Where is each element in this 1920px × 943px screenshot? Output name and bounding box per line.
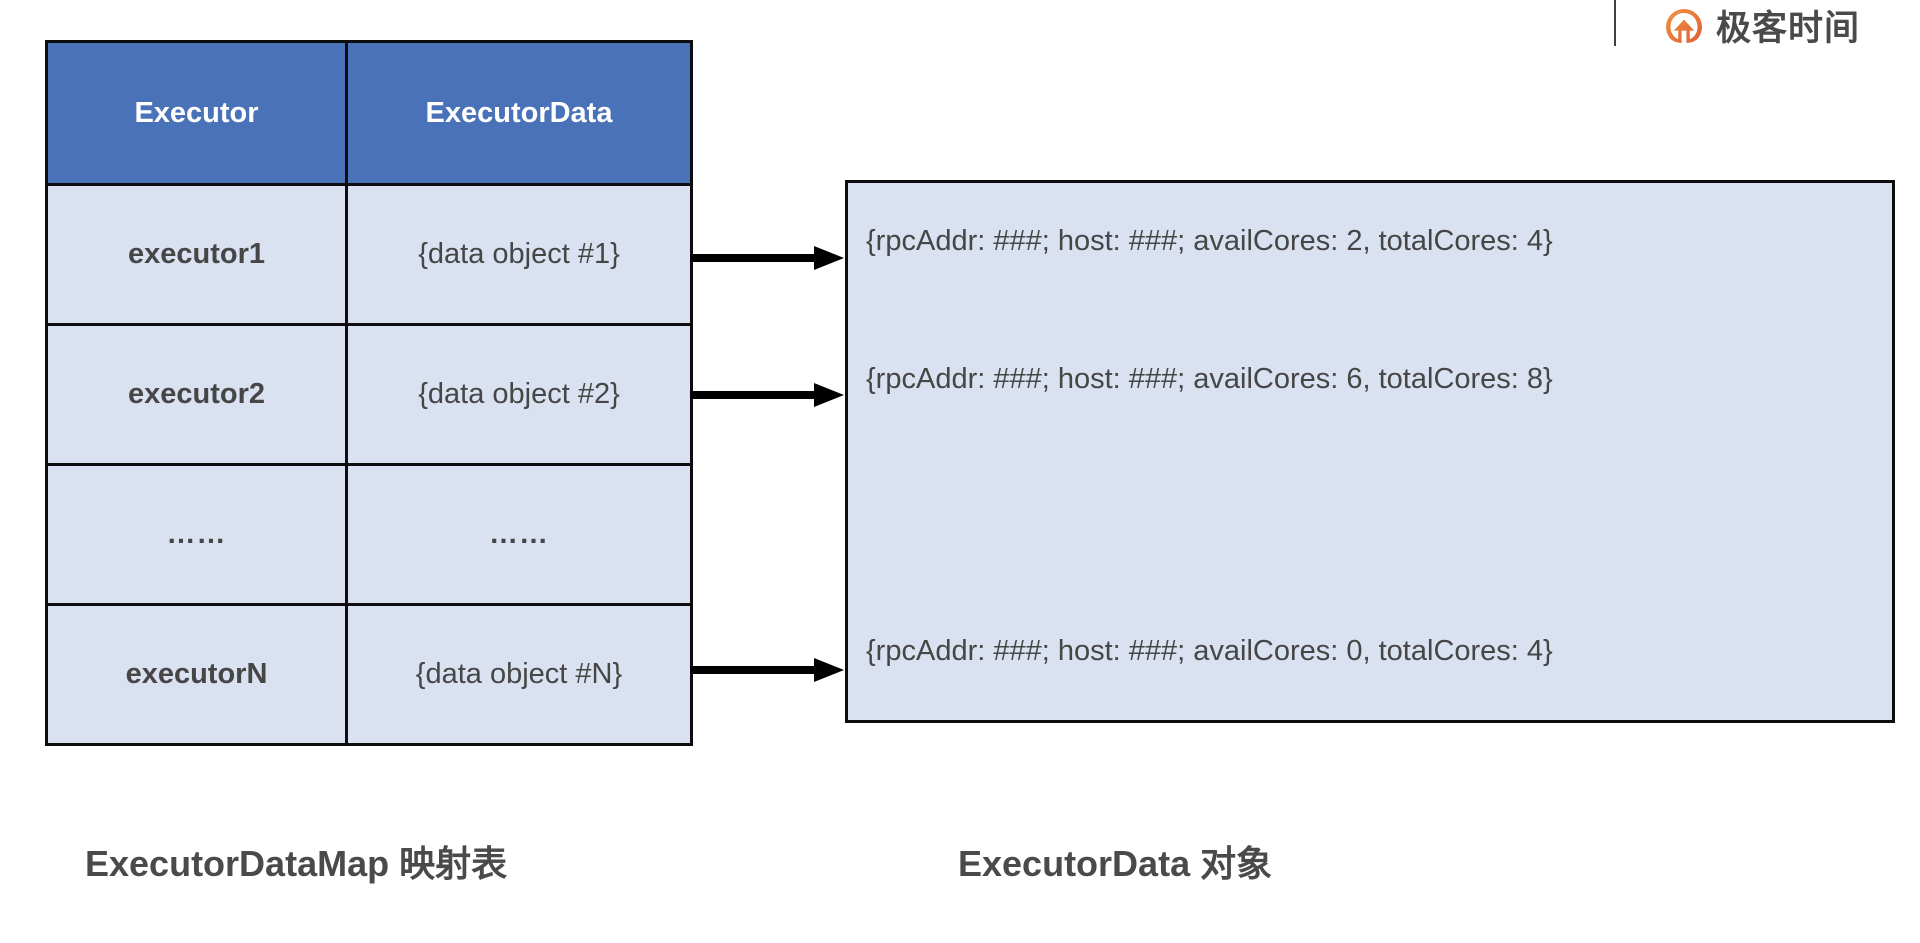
arrow-executor2-to-data xyxy=(690,383,845,407)
arrow-head-icon xyxy=(814,658,844,682)
arrow-shaft xyxy=(690,391,818,399)
geektime-logo-icon xyxy=(1662,6,1706,50)
arrow-executorN-to-data xyxy=(690,658,845,682)
cell-executor-key-ellipsis: …… xyxy=(45,463,348,606)
cell-executor-value: {data object #1} xyxy=(345,183,693,326)
executor-data-map-table: Executor ExecutorData executor1 {data ob… xyxy=(45,40,693,746)
brand-inner: 极客时间 xyxy=(1662,6,1860,50)
arrow-shaft xyxy=(690,254,818,262)
cell-executor-key: executorN xyxy=(45,603,348,746)
executor-data-object-line: {rpcAddr: ###; host: ###; availCores: 0,… xyxy=(866,635,1553,667)
brand-logo: 极客时间 xyxy=(1614,0,1920,70)
brand-name: 极客时间 xyxy=(1716,8,1861,48)
cell-executor-key: executor2 xyxy=(45,323,348,466)
caption-executor-data-map: ExecutorDataMap 映射表 xyxy=(85,843,508,884)
table-header-row: Executor ExecutorData xyxy=(45,40,693,186)
table-row: executor1 {data object #1} xyxy=(45,183,693,326)
executor-data-object-line: {rpcAddr: ###; host: ###; availCores: 6,… xyxy=(866,363,1553,395)
table-row: …… …… xyxy=(45,463,693,606)
executor-data-object-line: {rpcAddr: ###; host: ###; availCores: 2,… xyxy=(866,225,1553,257)
cell-executor-value-ellipsis: …… xyxy=(345,463,693,606)
brand-divider xyxy=(1614,0,1616,46)
column-header-executordata: ExecutorData xyxy=(345,40,693,186)
arrow-head-icon xyxy=(814,383,844,407)
cell-executor-key: executor1 xyxy=(45,183,348,326)
table-row: executor2 {data object #2} xyxy=(45,323,693,466)
arrow-head-icon xyxy=(814,246,844,270)
executor-data-objects-panel: {rpcAddr: ###; host: ###; availCores: 2,… xyxy=(845,180,1895,723)
table-row: executorN {data object #N} xyxy=(45,603,693,746)
cell-executor-value: {data object #2} xyxy=(345,323,693,466)
column-header-executor: Executor xyxy=(45,40,348,186)
arrow-executor1-to-data xyxy=(690,246,845,270)
caption-executor-data-object: ExecutorData 对象 xyxy=(958,843,1273,884)
arrow-shaft xyxy=(690,666,818,674)
cell-executor-value: {data object #N} xyxy=(345,603,693,746)
